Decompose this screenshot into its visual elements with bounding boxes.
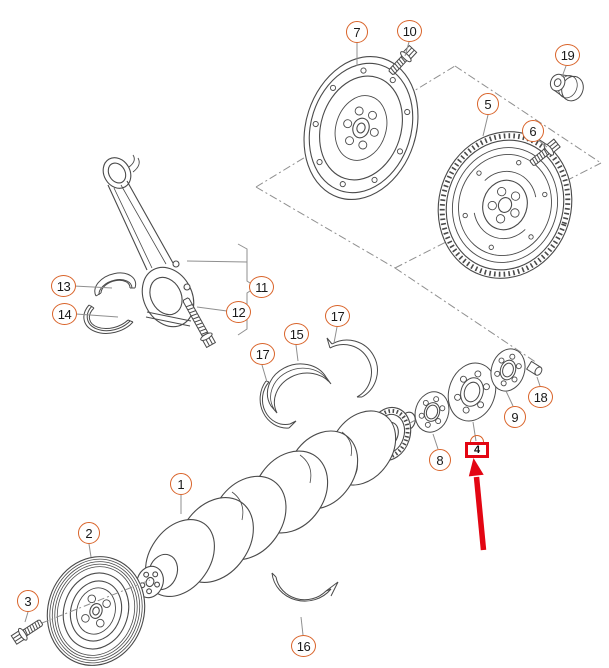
single-mass-flywheel (303, 55, 419, 201)
callout-12[interactable]: 12 (226, 301, 251, 323)
rod-bearing-shell-13 (94, 272, 137, 297)
crankshaft (136, 406, 416, 599)
callout-10[interactable]: 10 (397, 20, 422, 42)
drive-plate-8 (414, 391, 450, 433)
main-bearing-shell-17-left (259, 380, 297, 429)
callout-19[interactable]: 19 (555, 44, 580, 66)
callout-17-left[interactable]: 17 (250, 343, 275, 365)
main-bearing-shell-17-right (326, 337, 378, 398)
callout-9[interactable]: 9 (504, 406, 526, 428)
callout-8[interactable]: 8 (429, 449, 451, 471)
callout-15[interactable]: 15 (284, 323, 309, 345)
callout-18[interactable]: 18 (528, 386, 553, 408)
callout-11[interactable]: 11 (249, 276, 274, 298)
callout-17-right[interactable]: 17 (325, 305, 350, 327)
pilot-bushing-19 (549, 73, 584, 102)
callout-7[interactable]: 7 (346, 21, 368, 43)
callout-3[interactable]: 3 (17, 590, 39, 612)
rod-bolt-12 (182, 297, 217, 349)
callout-16[interactable]: 16 (291, 635, 316, 657)
main-bearing-shell-16 (271, 572, 339, 602)
pulley-bolt-3 (9, 616, 46, 647)
callout-14[interactable]: 14 (52, 303, 77, 325)
highlighted-drive-plate-4 (447, 362, 497, 422)
rod-bearing-shell-14 (83, 304, 134, 334)
callout-1[interactable]: 1 (170, 473, 192, 495)
callout-13[interactable]: 13 (51, 275, 76, 297)
dowel-pin-18 (525, 360, 543, 376)
callout-4-highlighted[interactable]: 4 (465, 442, 489, 458)
dual-mass-flywheel (437, 131, 573, 279)
crank-pulley (46, 556, 146, 666)
shim-disc-9 (490, 348, 526, 392)
callout-4-circle-remnant (470, 435, 484, 444)
callout-6[interactable]: 6 (522, 120, 544, 142)
connecting-rod (102, 154, 195, 328)
leader-lines (24, 41, 567, 636)
pulley-axis-line (41, 579, 151, 624)
callout-2[interactable]: 2 (78, 522, 100, 544)
main-bearing-shell-15 (266, 363, 332, 414)
callout-5[interactable]: 5 (477, 93, 499, 115)
highlight-arrow (468, 458, 487, 551)
